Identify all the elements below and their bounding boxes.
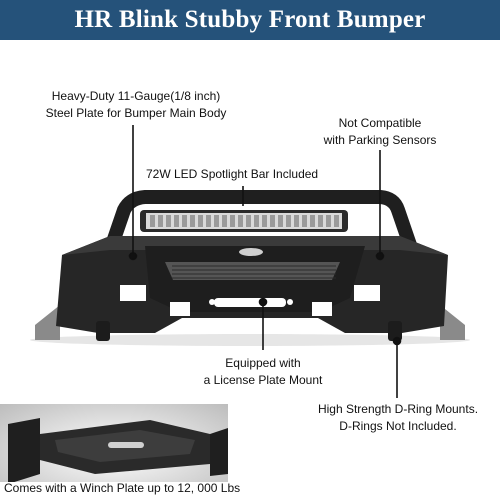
- parking-sensors-callout: Not Compatible with Parking Sensors: [300, 115, 460, 149]
- parking-sensors-line1: Not Compatible: [338, 116, 422, 130]
- winch-plate-callout: Comes with a Winch Plate up to 12, 000 L…: [4, 480, 304, 497]
- license-plate-line1: Equipped with: [225, 356, 301, 370]
- steel-plate-line1: Heavy-Duty 11-Gauge(1/8 inch): [51, 89, 221, 103]
- page-title: HR Blink Stubby Front Bumper: [74, 6, 426, 33]
- parking-sensors-line2: with Parking Sensors: [323, 133, 437, 147]
- led-bar-text: 72W LED Spotlight Bar Included: [146, 167, 319, 181]
- led-bar-callout: 72W LED Spotlight Bar Included: [146, 166, 366, 183]
- title-banner: HR Blink Stubby Front Bumper: [0, 0, 500, 40]
- led-light-bar: [140, 210, 348, 232]
- d-ring-line1: High Strength D-Ring Mounts.: [317, 402, 479, 416]
- winch-plate-text: Comes with a Winch Plate up to 12, 000 L…: [4, 481, 241, 495]
- winch-plate-photo: [0, 404, 228, 500]
- steel-plate-callout: Heavy-Duty 11-Gauge(1/8 inch) Steel Plat…: [20, 88, 252, 122]
- d-ring-mounts: [96, 321, 402, 341]
- d-ring-callout: High Strength D-Ring Mounts. D-Rings Not…: [298, 401, 498, 435]
- license-plate-line2: a License Plate Mount: [203, 373, 323, 387]
- d-ring-line2: D-Rings Not Included.: [339, 419, 457, 433]
- mesh-grille: [165, 262, 340, 280]
- license-plate-callout: Equipped with a License Plate Mount: [168, 355, 358, 389]
- steel-plate-line2: Steel Plate for Bumper Main Body: [45, 106, 227, 120]
